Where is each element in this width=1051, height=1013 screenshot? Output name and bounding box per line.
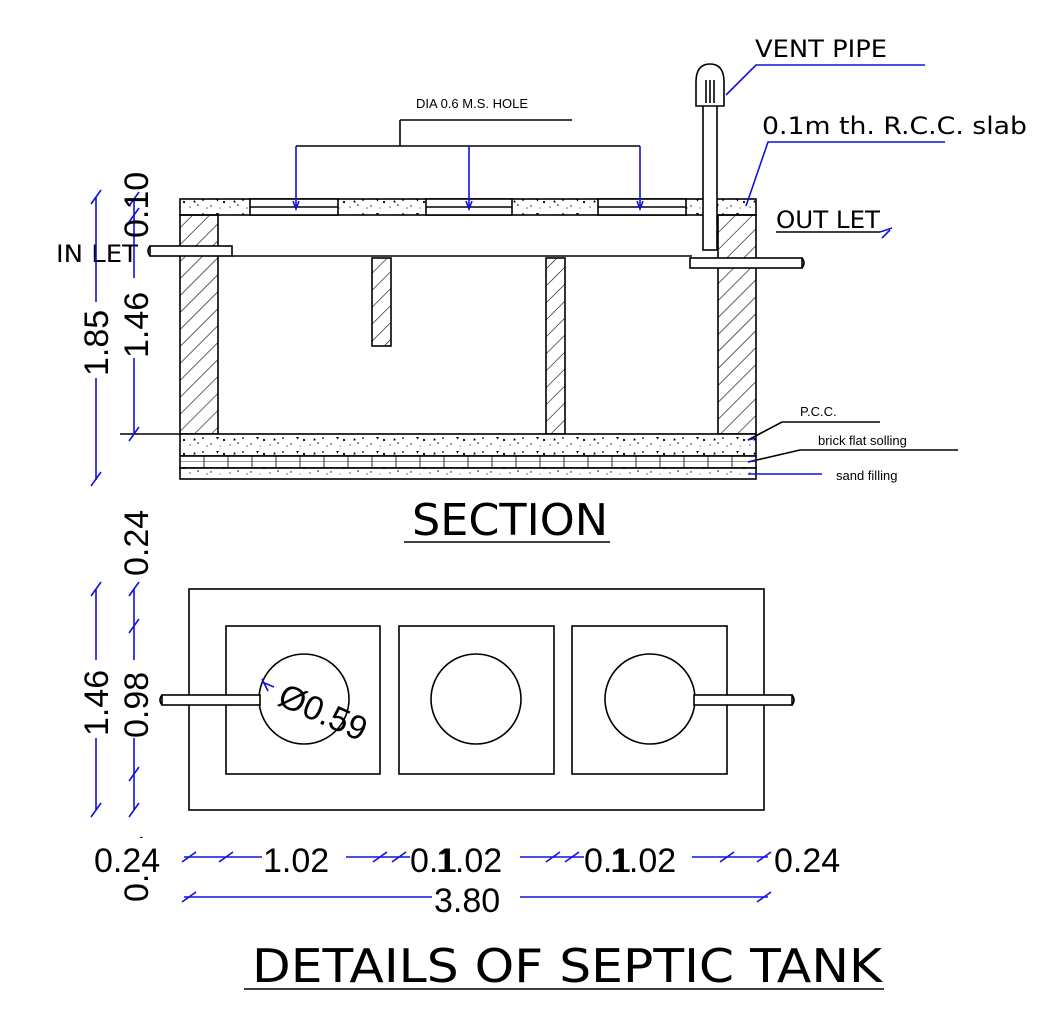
dim-depth: 1.46 <box>118 292 156 358</box>
sand-filling-layer <box>179 467 757 480</box>
plan-outlet-pipe <box>693 694 793 706</box>
dim-h-b: 1.02 <box>263 842 329 880</box>
solling-leader <box>747 449 958 463</box>
dim-h-g: 0.24 <box>774 842 840 880</box>
pcc-label: P.C.C. <box>800 404 837 419</box>
dim-h-total: 3.80 <box>434 882 500 920</box>
slab-label: 0.1m th. R.C.C. slab <box>762 112 1027 140</box>
pcc-leader <box>747 421 880 441</box>
section-title: SECTION <box>412 495 608 546</box>
manhole-3 <box>604 653 696 745</box>
solling-label: brick flat solling <box>818 433 907 448</box>
right-wall <box>717 214 757 435</box>
dim-h-f: 1.02 <box>610 842 676 880</box>
hole-leader <box>292 119 644 212</box>
slab-leader <box>745 141 945 207</box>
chamber-2 <box>398 625 555 775</box>
dim-h-a: 0.24 <box>94 842 160 880</box>
manhole-2 <box>430 653 522 745</box>
vent-leader <box>725 64 925 96</box>
vent-label: VENT PIPE <box>755 35 887 63</box>
plan-inlet-pipe <box>161 694 261 706</box>
brick-solling-layer <box>179 455 757 469</box>
drawing-title: DETAILS OF SEPTIC TANK <box>252 939 884 993</box>
dim-plan-chamber: 0.98 <box>118 672 156 738</box>
plan-view: Ø0.59 1.46 0.98 0.24 0.24 <box>78 510 858 920</box>
outlet-label: OUT LET <box>776 206 880 234</box>
dim-h-e: 0.1 <box>584 842 631 880</box>
dim-plan-upper: 0.24 <box>118 510 156 576</box>
sand-label: sand filling <box>836 468 897 483</box>
outlet-pipe <box>689 257 803 269</box>
pcc-layer <box>179 433 757 457</box>
inlet-pipe <box>149 245 233 257</box>
vent-pipe <box>702 103 718 251</box>
dim-h-d: 1.02 <box>436 842 502 880</box>
baffle-wall-1 <box>371 257 392 347</box>
inlet-label: IN LET <box>56 240 138 268</box>
dim-total-height: 1.85 <box>78 310 116 376</box>
dim-h-c: 0.1 <box>410 842 457 880</box>
section-view: DIA 0.6 M.S. HOLE VENT PIPE 0.1m th. R.C… <box>56 35 1027 546</box>
hole-label: DIA 0.6 M.S. HOLE <box>416 96 528 111</box>
dim-plan-width: 1.46 <box>78 670 116 736</box>
dim-slab: 0.10 <box>118 172 156 238</box>
baffle-wall-2 <box>545 257 566 435</box>
